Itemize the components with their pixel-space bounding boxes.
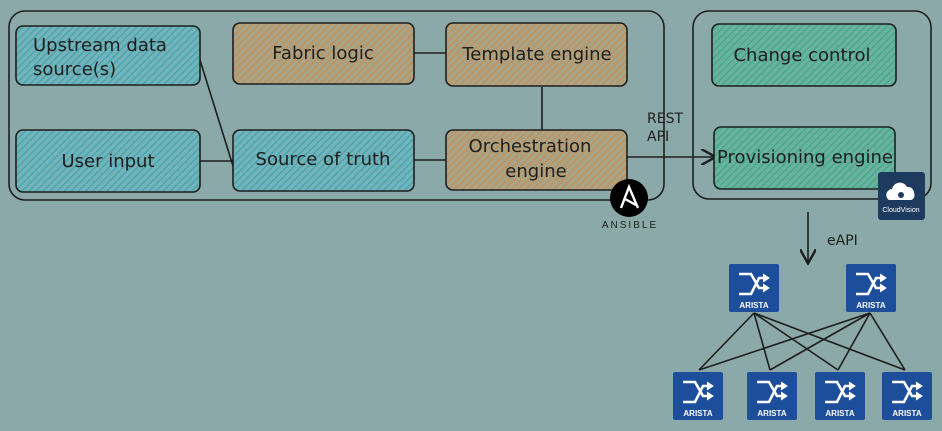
switch-links [698,312,906,371]
arista-switch-leaf-1: ARISTA [671,370,725,422]
svg-text:ARISTA: ARISTA [825,409,854,418]
cloudvision-group [692,10,932,200]
arista-switch-leaf-3: ARISTA [813,370,867,422]
svg-text:Change control: Change control [733,45,870,66]
svg-text:Template engine: Template engine [461,44,611,65]
svg-text:Upstream data: Upstream data [33,35,167,56]
node-user-input[interactable]: User input [15,129,201,193]
cloudvision-wordmark: CloudVision [882,207,919,214]
automation-group [8,10,665,201]
svg-text:engine: engine [505,161,566,182]
arista-switch-leaf-4: ARISTA [880,370,934,422]
connectors [199,52,808,262]
svg-text:User input: User input [61,151,154,172]
svg-text:ARISTA: ARISTA [892,409,921,418]
rest-api-label-line1: REST [647,111,683,127]
arista-switch-spine-2: ARISTA [844,262,898,314]
svg-text:Source of truth: Source of truth [256,149,391,170]
arista-switch-leaf-2: ARISTA [745,370,799,422]
edge-upstream-sot [199,59,234,167]
node-orchestration-engine[interactable]: Orchestration engine [445,129,628,191]
arista-switch-spine-1: ARISTA [727,262,781,314]
ansible-wordmark: ANSIBLE [602,220,658,231]
svg-text:ARISTA: ARISTA [856,301,885,310]
node-template-engine[interactable]: Template engine [445,22,628,87]
svg-text:ARISTA: ARISTA [739,301,768,310]
svg-text:Fabric logic: Fabric logic [272,43,374,64]
node-provisioning-engine[interactable]: Provisioning engine [713,126,896,190]
svg-text:ARISTA: ARISTA [757,409,786,418]
node-source-of-truth[interactable]: Source of truth [232,129,415,192]
node-upstream-data[interactable]: Upstream data source(s) [15,25,201,86]
svg-text:source(s): source(s) [33,59,116,80]
svg-text:ARISTA: ARISTA [683,409,712,418]
node-change-control[interactable]: Change control [711,23,897,87]
svg-text:Orchestration: Orchestration [469,136,592,157]
svg-text:Provisioning engine: Provisioning engine [717,147,893,168]
node-fabric-logic[interactable]: Fabric logic [232,22,415,85]
eapi-label: eAPI [827,233,858,249]
ansible-logo: ANSIBLE [602,179,658,231]
cloudvision-logo: CloudVision [878,172,925,220]
rest-api-label-line2: API [647,129,669,145]
